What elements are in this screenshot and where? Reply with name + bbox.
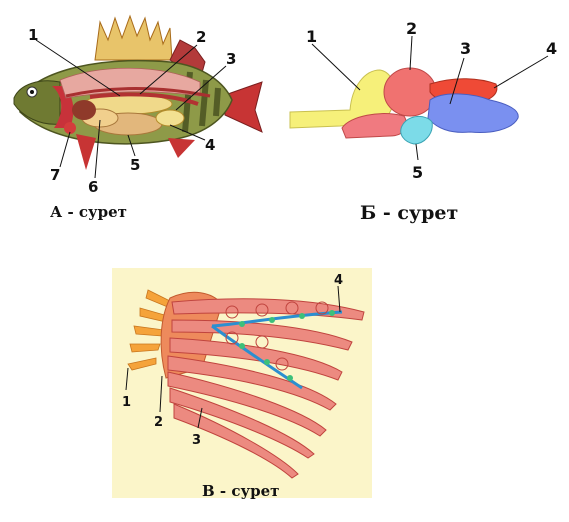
- label-a-7: 7: [50, 166, 60, 184]
- pelvic-fin: [76, 134, 96, 170]
- dorsal-fin: [94, 14, 173, 61]
- label-a-6: 6: [88, 178, 98, 196]
- caption-a: А - сурет: [50, 203, 127, 221]
- figure-v: 1 2 3 4 В - сурет: [112, 268, 372, 522]
- label-b-3: 3: [460, 39, 471, 58]
- tail-fin: [224, 81, 263, 133]
- label-b-5: 5: [412, 163, 423, 182]
- midbrain: [383, 67, 437, 117]
- caption-v: В - сурет: [202, 482, 280, 500]
- label-a-5: 5: [130, 156, 140, 174]
- diencephalon: [341, 113, 407, 139]
- figure-a: 1 2 3 4 5 6 7 А - сурет: [0, 0, 290, 225]
- label-b-4: 4: [546, 39, 557, 58]
- gonad: [155, 109, 185, 127]
- kidney: [89, 92, 199, 106]
- label-a-3: 3: [226, 50, 236, 68]
- heart: [64, 122, 76, 134]
- medulla: [427, 93, 519, 133]
- fish-head: [13, 80, 61, 125]
- label-b-2: 2: [406, 19, 417, 38]
- figure-b: 1 2 3 4 5 Б - сурет: [280, 0, 569, 240]
- brain-diagram: 1 2 3 4 5: [289, 19, 557, 182]
- label-v-2: 2: [154, 415, 163, 430]
- label-a-4: 4: [205, 136, 215, 154]
- spine: [65, 87, 211, 98]
- label-v-4: 4: [334, 273, 343, 288]
- liver: [72, 100, 96, 120]
- label-v-3: 3: [192, 433, 201, 448]
- label-v-1: 1: [122, 395, 131, 410]
- blood-vessel-lower: [211, 324, 303, 390]
- gill-rakers: [127, 289, 173, 371]
- anal-fin: [168, 138, 195, 158]
- capillaries: [225, 301, 329, 371]
- caption-b: Б - сурет: [360, 202, 459, 224]
- hypothalamus: [400, 116, 433, 145]
- label-b-1: 1: [306, 27, 317, 46]
- label-a-2: 2: [196, 28, 206, 46]
- label-a-1: 1: [28, 26, 38, 44]
- fish-anatomy-diagram: 1 2 3 4 5 6 7: [13, 14, 263, 196]
- gill-diagram: 1 2 3 4: [112, 268, 372, 500]
